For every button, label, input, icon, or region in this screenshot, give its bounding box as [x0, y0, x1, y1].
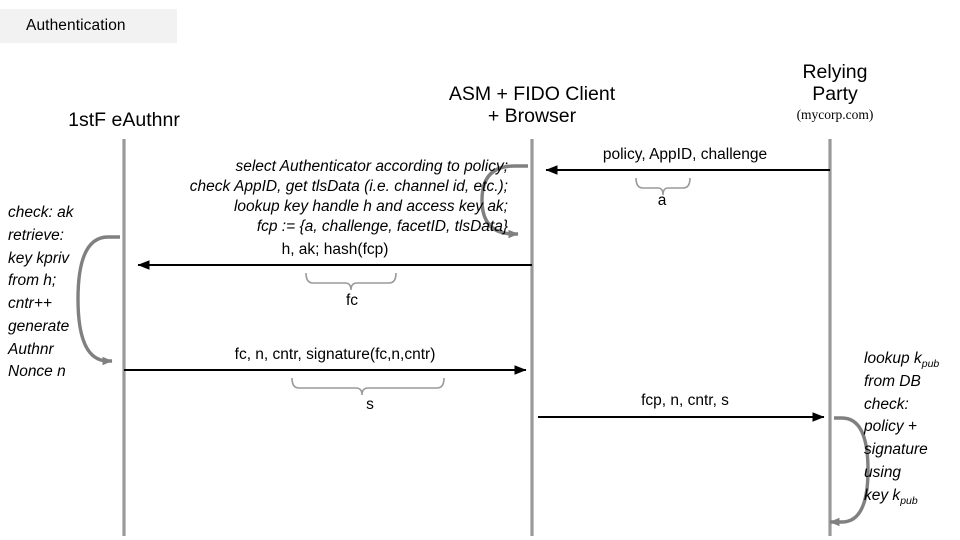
note-authnr-line-5: generate: [8, 317, 70, 335]
note-authnr-line-7: Nonce n: [8, 363, 66, 381]
lifeline-header-rp-line1: Relying: [802, 61, 868, 83]
note-authnr-line-6: Authnr: [8, 340, 54, 358]
brace-label-m1: a: [657, 192, 667, 209]
brace-m1: [635, 177, 691, 196]
note-asm-line-2: lookup key handle h and access key ak;: [233, 198, 508, 216]
message-label-m4: fcp, n, cntr, s: [641, 392, 729, 409]
note-authnr-line-2: key kpriv: [8, 249, 70, 267]
note-authnr-line-0: check: ak: [8, 204, 74, 221]
lifeline-header-asm-line2: + Browser: [487, 104, 577, 127]
lifeline-header-authnr: 1stF eAuthnr: [24, 109, 224, 132]
lifeline-header-rp-sublabel: (mycorp.com): [796, 106, 874, 122]
note-rp-processing: lookup kpub from DB check: policy + signatur…: [864, 348, 960, 507]
note-rp-line-2: check:: [864, 395, 909, 413]
lifeline-header-authnr-label: 1stF eAuthnr: [68, 109, 180, 131]
message-label-m1: policy, AppID, challenge: [602, 146, 768, 163]
note-asm-line-1: check AppID, get tlsData (i.e. channel i…: [189, 178, 508, 196]
note-asm-line-3: fcp := {a, challenge, facetID, tlsData}: [256, 218, 508, 236]
note-rp-line-5: using: [864, 463, 902, 481]
note-rp-line-4: signature: [864, 441, 928, 459]
window-title-tab[interactable]: Authentication: [0, 9, 177, 43]
note-authenticator-processing: check: ak retrieve: key kpriv from h; cntr++…: [8, 202, 100, 384]
note-rp-line-6: key kpub: [864, 486, 918, 507]
lifeline-header-rp-line2: Party: [812, 82, 858, 105]
lifeline-header-asm: ASM + FIDO Client + Browser: [402, 83, 662, 128]
message-label-m2: h, ak; hash(fcp): [281, 241, 389, 258]
window-title-label: Authentication: [26, 17, 126, 34]
note-rp-line-0: lookup kpub: [864, 350, 940, 370]
note-asm-processing: select Authenticator according to policy…: [128, 157, 508, 238]
note-authnr-line-3: from h;: [8, 272, 57, 290]
brace-m2: [305, 272, 397, 291]
note-rp-subscript: pub: [900, 494, 918, 507]
self-loop-rp: [829, 416, 870, 527]
brace-label-m2: fc: [345, 292, 359, 309]
message-label-m3: fc, n, cntr, signature(fc,n,cntr): [234, 346, 436, 363]
lifeline-header-rp: Relying Party (mycorp.com): [750, 61, 920, 122]
brace-m3: [291, 377, 445, 396]
self-loop-asm: [480, 164, 528, 239]
note-asm-line-0: select Authenticator according to policy…: [235, 158, 508, 175]
note-rp-line-3: policy +: [864, 418, 917, 436]
note-authnr-line-4: cntr++: [8, 295, 52, 313]
note-rp-line-1: from DB: [864, 372, 921, 390]
note-authnr-line-1: retrieve:: [8, 226, 64, 244]
note-rp-subscript: pub: [921, 358, 940, 370]
self-loop-authnr: [76, 235, 120, 366]
lifeline-header-asm-line1: ASM + FIDO Client: [448, 83, 616, 105]
brace-label-m3: s: [366, 396, 374, 413]
